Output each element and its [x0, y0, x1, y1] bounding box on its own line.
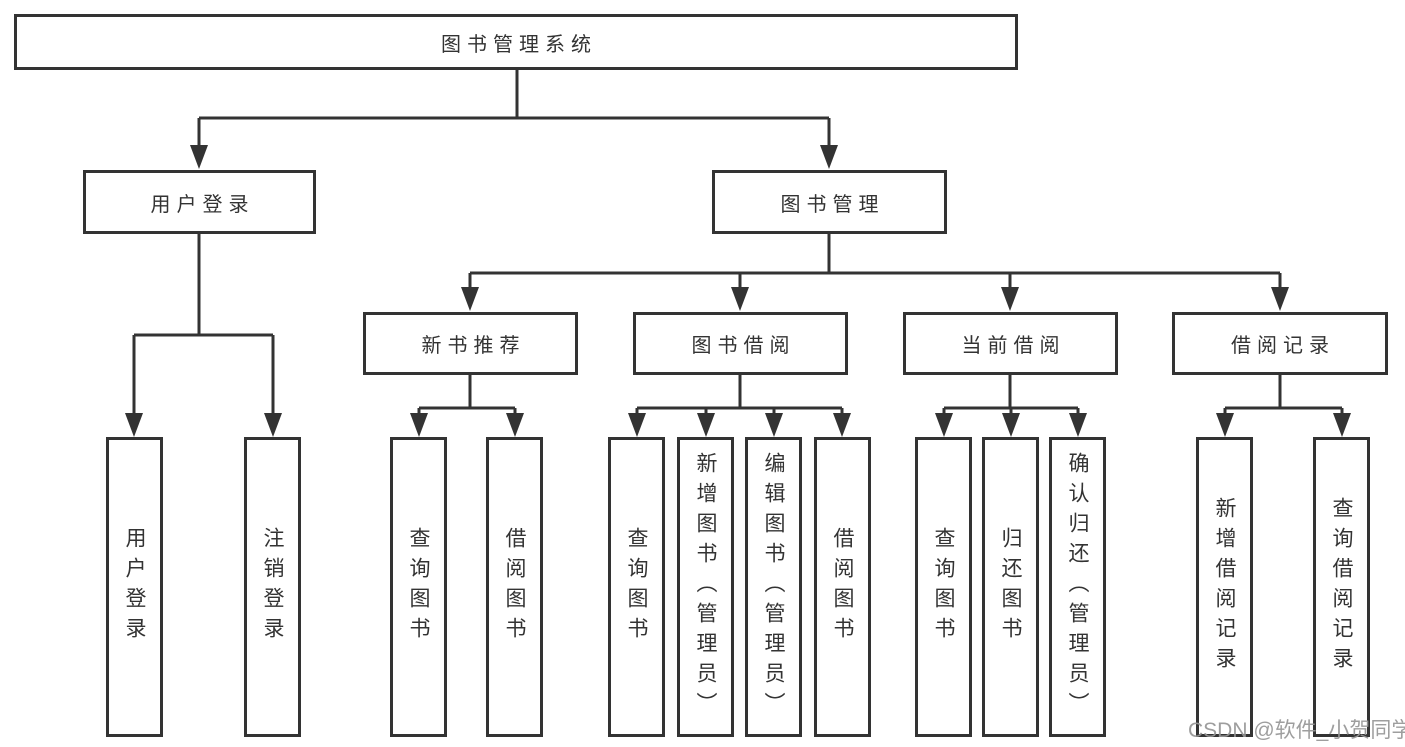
node-book-management-system: 图书管理系统: [14, 14, 1018, 70]
csdn-watermark: CSDN @软件_小贺同学: [1188, 719, 1405, 742]
leaf-add-borrow-record: 新增借阅记录: [1196, 437, 1253, 737]
node-book-management: 图书管理: [712, 170, 947, 234]
leaf-query-books-current: 查询图书: [915, 437, 972, 737]
node-user-login: 用户登录: [83, 170, 316, 234]
leaf-edit-books-admin: 编辑图书（管理员）: [745, 437, 802, 737]
leaf-user-login: 用户登录: [106, 437, 163, 737]
leaf-return-books: 归还图书: [982, 437, 1039, 737]
node-new-book-recommend: 新书推荐: [363, 312, 578, 375]
leaf-borrow-books: 借阅图书: [814, 437, 871, 737]
leaf-query-books-recommend: 查询图书: [390, 437, 447, 737]
leaf-borrow-books-recommend: 借阅图书: [486, 437, 543, 737]
node-current-borrowing: 当前借阅: [903, 312, 1118, 375]
leaf-confirm-return-admin: 确认归还（管理员）: [1049, 437, 1106, 737]
node-book-borrowing: 图书借阅: [633, 312, 848, 375]
leaf-query-borrow-record: 查询借阅记录: [1313, 437, 1370, 737]
leaf-logout: 注销登录: [244, 437, 301, 737]
leaf-add-books-admin: 新增图书（管理员）: [677, 437, 734, 737]
leaf-query-books-borrowing: 查询图书: [608, 437, 665, 737]
node-borrowing-records: 借阅记录: [1172, 312, 1388, 375]
